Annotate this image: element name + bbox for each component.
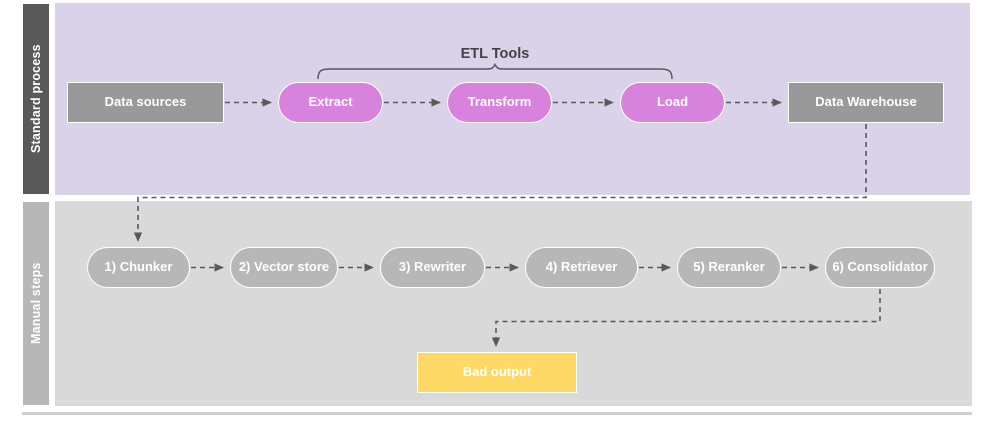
node-retriever[interactable]: 4) Retriever [525, 247, 638, 288]
node-vector-store[interactable]: 2) Vector store [230, 247, 338, 288]
node-bad-output[interactable]: Bad output [417, 352, 577, 393]
node-transform[interactable]: Transform [447, 82, 552, 123]
etl-tools-label: ETL Tools [460, 46, 530, 62]
node-data-sources[interactable]: Data sources [67, 82, 224, 123]
node-load[interactable]: Load [620, 82, 725, 123]
node-extract[interactable]: Extract [278, 82, 383, 123]
node-reranker[interactable]: 5) Reranker [677, 247, 781, 288]
node-data-warehouse[interactable]: Data Warehouse [788, 82, 944, 123]
lane-standard-process-label: Standard process [22, 3, 50, 195]
node-rewriter[interactable]: 3) Rewriter [380, 247, 485, 288]
node-consolidator[interactable]: 6) Consolidator [825, 247, 935, 288]
lane-manual-steps-label: Manual steps [22, 201, 50, 406]
bottom-divider-rule [22, 412, 972, 415]
node-chunker[interactable]: 1) Chunker [87, 247, 190, 288]
